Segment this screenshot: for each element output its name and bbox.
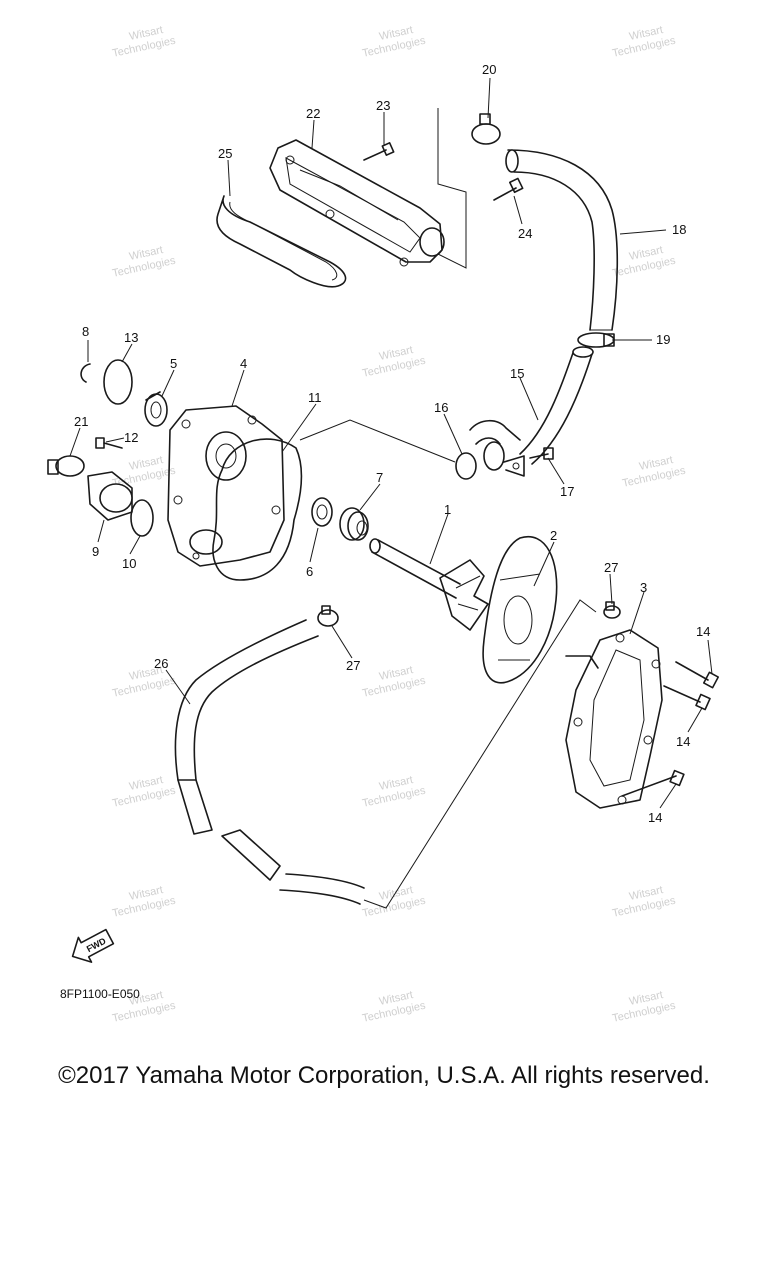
callout-27-right: 27	[604, 560, 618, 575]
part-circlip-8	[80, 363, 91, 383]
part-thermostat-cover	[269, 139, 445, 267]
part-bolt-12	[95, 437, 123, 449]
part-cover-4	[167, 405, 285, 567]
copyright-notice: ©2017 Yamaha Motor Corporation, U.S.A. A…	[58, 1062, 710, 1089]
part-bolt-17	[529, 447, 554, 460]
part-bolt-14a	[675, 661, 720, 689]
callout-14-mid: 14	[676, 734, 690, 749]
part-bolt-14b	[663, 685, 711, 711]
part-hose-lower	[174, 599, 597, 909]
drawing-code: 8FP1100-E050	[60, 987, 140, 1001]
callout-labels: 20 22 23 25 24 18 19 15 16 17 8 13 5 4 1…	[74, 62, 710, 825]
callout-20: 20	[482, 62, 496, 77]
leader-bracket	[437, 108, 467, 269]
callout-1: 1	[444, 502, 451, 517]
part-hose-upper	[505, 149, 619, 331]
part-oring-10	[130, 499, 154, 537]
leader-11-to-16	[299, 419, 456, 463]
callout-25: 25	[218, 146, 232, 161]
callout-21: 21	[74, 414, 88, 429]
callout-11: 11	[308, 390, 322, 405]
callout-10: 10	[122, 556, 136, 571]
gasket-inner-line	[229, 201, 338, 281]
callout-27-left: 27	[346, 658, 360, 673]
part-seal-7	[339, 507, 369, 541]
leader-lines	[69, 77, 713, 809]
callout-18: 18	[672, 222, 686, 237]
callout-3: 3	[640, 580, 647, 595]
callout-16: 16	[434, 400, 448, 415]
callout-24: 24	[518, 226, 532, 241]
part-gasket-cover	[216, 195, 347, 288]
part-gasket-11	[212, 438, 303, 581]
callout-13: 13	[124, 330, 138, 345]
part-clamp-19	[577, 332, 615, 348]
part-pump-housing-3	[565, 629, 663, 809]
callout-22: 22	[306, 106, 320, 121]
part-plate-2	[482, 535, 558, 684]
callout-14-bottom: 14	[648, 810, 662, 825]
part-bearing-5	[144, 391, 168, 427]
callout-15: 15	[510, 366, 524, 381]
callout-23: 23	[376, 98, 390, 113]
part-oring-16	[455, 452, 477, 480]
callout-2: 2	[550, 528, 557, 543]
part-seal-6	[311, 497, 333, 527]
leader-26-to-3	[363, 599, 597, 909]
part-bolt-24	[493, 177, 524, 201]
part-clamp-27a	[317, 605, 339, 627]
part-pipe-15	[469, 346, 594, 477]
callout-6: 6	[306, 564, 313, 579]
part-oring-13	[103, 359, 133, 405]
callout-9: 9	[92, 544, 99, 559]
callout-19: 19	[656, 332, 670, 347]
callout-14-top: 14	[696, 624, 710, 639]
part-bolt-23	[363, 142, 395, 161]
callout-7: 7	[376, 470, 383, 485]
part-bolt-14c	[621, 769, 685, 797]
callout-17: 17	[560, 484, 574, 499]
callout-12: 12	[124, 430, 138, 445]
part-clamp-20	[471, 113, 501, 145]
part-clamp-21	[47, 455, 85, 477]
callout-4: 4	[240, 356, 247, 371]
callout-26: 26	[154, 656, 168, 671]
part-clamp-27b	[603, 601, 621, 619]
part-impeller-shaft-1	[369, 538, 489, 631]
callout-8: 8	[82, 324, 89, 339]
callout-5: 5	[170, 356, 177, 371]
fwd-badge: FWD	[71, 928, 115, 963]
